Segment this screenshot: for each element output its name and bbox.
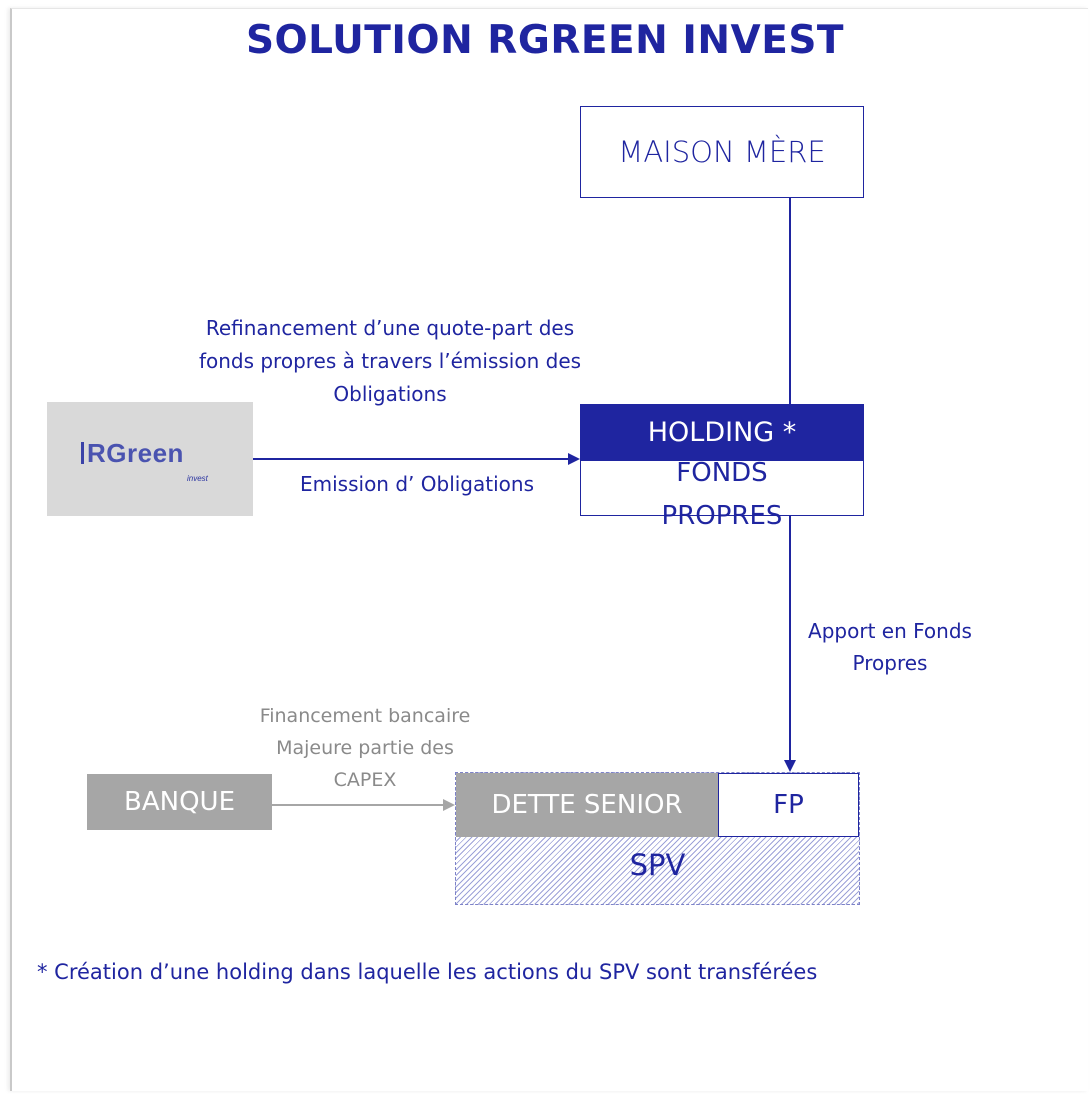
rgreen-logo: RGreen invest [47,402,253,516]
spv-label: SPV [629,848,686,882]
refinancement-line-3: Obligations [333,382,447,406]
emission-label: Emission d’ Obligations [300,472,534,496]
rgreen-logo-sub: invest [187,474,208,483]
banque-box: BANQUE [87,774,272,830]
fp-label: FP [773,790,804,820]
financement-label: Financement bancaire Majeure partie des … [259,705,471,791]
holding-label: HOLDING * [647,417,797,448]
refinancement-label: Refinancement d’une quote-part des fonds… [150,312,630,411]
holding-fonds-propres-box [580,461,864,516]
slide-frame [10,8,1088,1091]
dette-senior-box: DETTE SENIOR [456,773,718,837]
rgreen-logo-wordmark: RGreen [81,438,184,469]
footnote: * Création d’une holding dans laquelle l… [37,960,818,984]
maison-mere-label: MAISON MÈRE [618,135,826,169]
dette-senior-label: DETTE SENIOR [491,790,683,820]
fonds-propres-label: FONDS PROPRES [661,458,783,531]
banque-label: BANQUE [124,787,235,817]
diagram-title: SOLUTION RGREEN INVEST [245,18,845,63]
apport-label: Apport en Fonds Propres [808,619,972,675]
refinancement-line-1: Refinancement d’une quote-part des [205,316,575,340]
refinancement-line-2: fonds propres à travers l’émission des [198,349,582,373]
holding-box: HOLDING * [580,404,864,461]
maison-mere-box: MAISON MÈRE [580,106,864,198]
fp-box: FP [718,773,859,837]
